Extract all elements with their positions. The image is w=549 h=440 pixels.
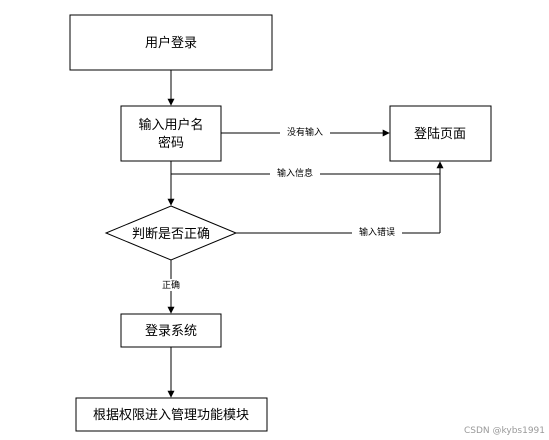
node-permission-module-label: 根据权限进入管理功能模块	[93, 407, 249, 423]
node-user-login-label: 用户登录	[145, 35, 197, 51]
node-user-login	[69, 14, 273, 71]
edge-input-info-label: 输入信息	[277, 167, 313, 179]
node-decision-label: 判断是否正确	[132, 227, 210, 242]
edge-input-info-label-bg	[270, 167, 320, 179]
node-login-page	[389, 105, 492, 162]
node-login-page-label: 登陆页面	[414, 126, 466, 142]
edge-no-input-label-bg	[280, 126, 330, 138]
node-input-credentials	[120, 105, 222, 162]
edge-correct-label-bg	[157, 279, 185, 291]
node-input-credentials-label-line2: 密码	[158, 135, 184, 151]
node-permission-module	[75, 397, 268, 432]
node-login-system-label: 登录系统	[145, 324, 197, 339]
node-login-system	[120, 313, 222, 348]
edge-correct-label: 正确	[162, 279, 180, 291]
edge-no-input-label: 没有输入	[287, 126, 323, 138]
node-input-credentials-label-line1: 输入用户名	[138, 117, 203, 133]
watermark-text: CSDN @kybs1991	[464, 426, 545, 436]
edge-input-error-label-bg	[352, 226, 402, 238]
edge-input-error-label: 输入错误	[359, 226, 395, 238]
